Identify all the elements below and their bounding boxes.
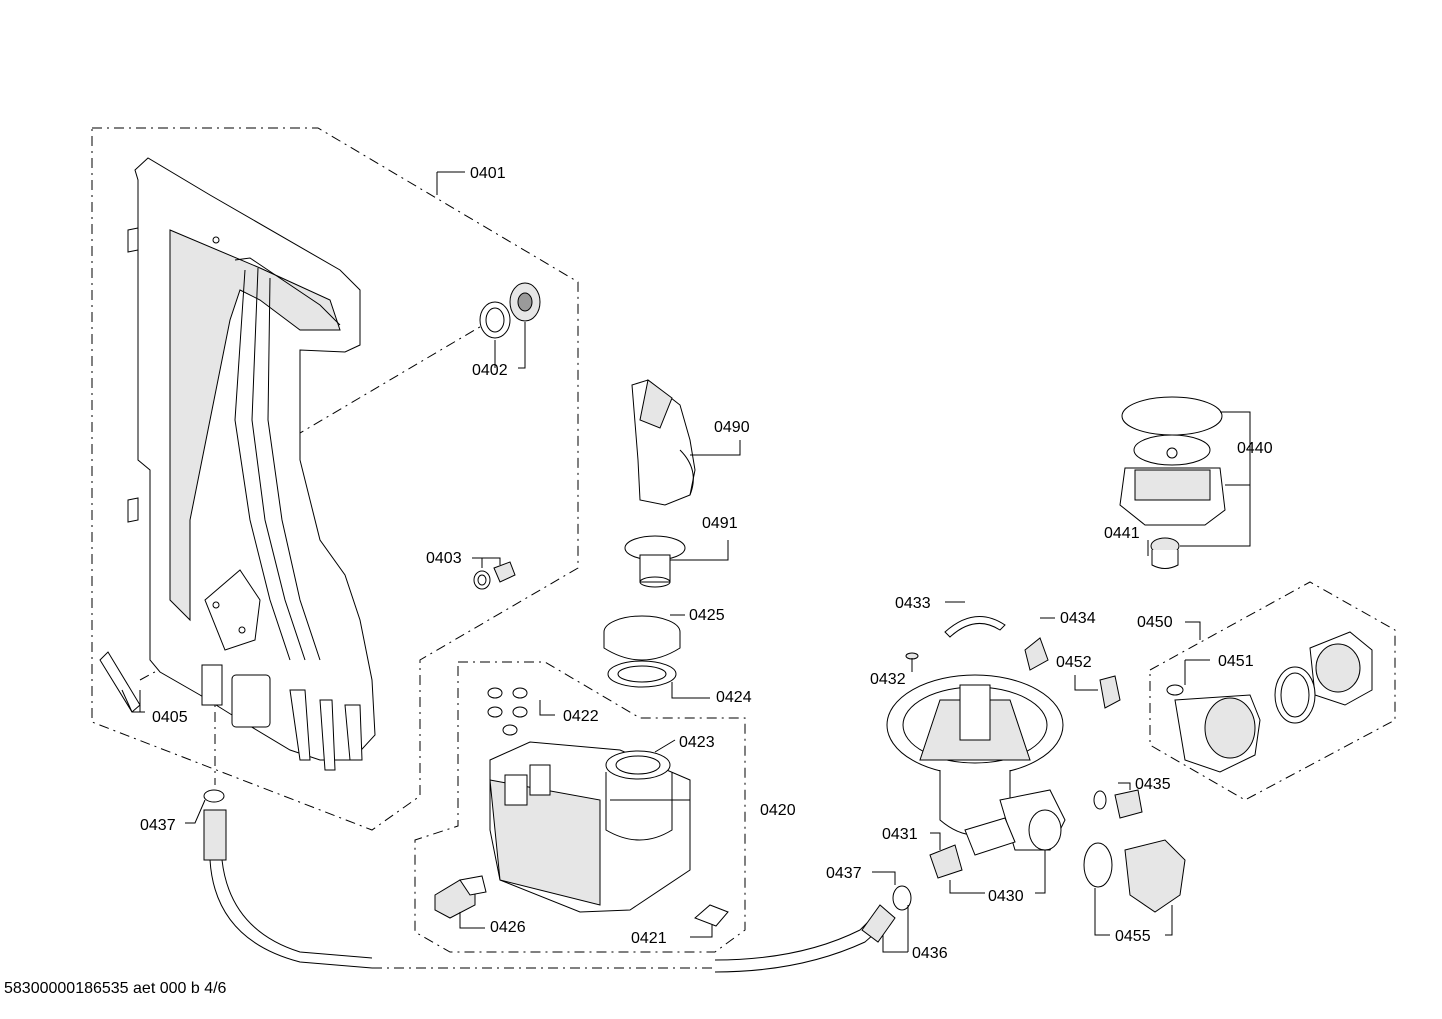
label-0402: 0402 [472, 362, 508, 379]
label-0421: 0421 [631, 930, 667, 947]
screw-0432 [905, 652, 919, 672]
label-0431: 0431 [882, 826, 918, 843]
label-0432: 0432 [870, 671, 906, 688]
sump-0430 [886, 674, 1066, 856]
container-0420 [489, 741, 691, 913]
label-0405: 0405 [152, 709, 188, 726]
fitting-0403 [473, 561, 516, 590]
label-0440: 0440 [1237, 440, 1273, 457]
clip-0452 [1099, 675, 1121, 709]
lid-0425 [603, 615, 681, 688]
label-0426: 0426 [490, 919, 526, 936]
insert-0431 [929, 844, 963, 879]
label-0436: 0436 [912, 945, 948, 962]
lever-0405 [99, 651, 141, 713]
label-0452: 0452 [1056, 654, 1092, 671]
label-0433: 0433 [895, 595, 931, 612]
valve-0426 [434, 875, 487, 919]
funnel-0490 [631, 379, 696, 506]
clamp-0433 [944, 616, 1006, 638]
document-code: 58300000186535 aet 000 b 4/6 [4, 980, 227, 997]
label-0441: 0441 [1104, 525, 1140, 542]
valve-0435 [1093, 789, 1143, 819]
label-0420: 0420 [760, 802, 796, 819]
leader-lines [121, 171, 1251, 953]
hose-right [714, 885, 912, 973]
label-0451: 0451 [1218, 653, 1254, 670]
heater-top-0440 [1119, 396, 1226, 526]
label-0422: 0422 [563, 708, 599, 725]
bracket-0434 [1024, 637, 1049, 671]
label-0435: 0435 [1135, 776, 1171, 793]
label-0491: 0491 [702, 515, 738, 532]
label-0437-right: 0437 [826, 865, 862, 882]
label-0401: 0401 [470, 165, 506, 182]
drain-pump-0455 [1083, 839, 1186, 913]
label-0450: 0450 [1137, 614, 1173, 631]
label-0430: 0430 [988, 888, 1024, 905]
sensor-0441 [1150, 537, 1180, 569]
label-0437-left: 0437 [140, 817, 176, 834]
seal-0402 [479, 282, 541, 339]
pump-0450 [1166, 631, 1373, 773]
part-labels: 0401 0402 0403 0405 0437 0490 0491 0425 … [140, 165, 1273, 962]
label-0425: 0425 [689, 607, 725, 624]
clip-0421 [694, 904, 729, 927]
seals-0422 [487, 687, 528, 736]
label-0424: 0424 [716, 689, 752, 706]
side-panel-part [127, 157, 376, 771]
label-0434: 0434 [1060, 610, 1096, 627]
label-0423: 0423 [679, 734, 715, 751]
label-0455: 0455 [1115, 928, 1151, 945]
cap-0491 [624, 535, 686, 588]
label-0403: 0403 [426, 550, 462, 567]
label-0490: 0490 [714, 419, 750, 436]
hose-left [203, 789, 373, 969]
